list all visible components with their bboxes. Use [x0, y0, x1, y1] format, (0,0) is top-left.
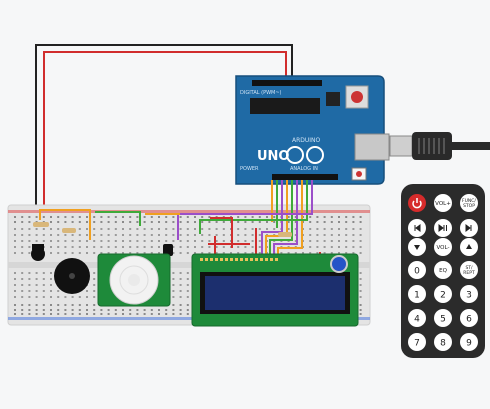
header-top-left — [252, 80, 322, 86]
header-bottom — [272, 174, 338, 180]
ir-remote: VOL+ FUNC/STOP VOL- 0 EQ ST/REPT 1 2 3 4 5 6 7 8 9 — [401, 184, 485, 358]
remote-button-1[interactable]: VOL+ — [434, 194, 452, 212]
remote-button-20[interactable]: 9 — [460, 333, 478, 351]
remote-button-19[interactable]: 8 — [434, 333, 452, 351]
ir-receiver — [31, 244, 45, 261]
analog-in-label: ANALOG IN — [290, 166, 318, 172]
remote-button-10[interactable]: EQ — [434, 261, 452, 279]
pir-sensor — [97, 253, 171, 307]
remote-button-8[interactable] — [460, 238, 478, 256]
remote-button-4[interactable] — [434, 219, 452, 237]
wire-black-top — [35, 44, 293, 220]
atmega-chip — [250, 98, 320, 114]
remote-button-6[interactable] — [408, 238, 426, 256]
remote-button-label: 1 — [414, 291, 420, 301]
remote-button-label: EQ — [439, 268, 447, 274]
potentiometer — [330, 255, 348, 273]
remote-button-label: 8 — [440, 339, 446, 349]
wire-red-top — [43, 51, 287, 220]
remote-button-label: REPT — [463, 270, 475, 276]
remote-button-label: FUNC/ — [462, 198, 476, 204]
remote-button-label: STOP — [463, 203, 475, 209]
remote-button-16[interactable]: 5 — [434, 309, 452, 327]
arduino-uno: UNO ARDUINO ANALOG IN DIGITAL (PWM~) POW… — [235, 75, 390, 185]
digital-label: DIGITAL (PWM~) — [240, 90, 282, 96]
power-label: POWER — [240, 166, 259, 172]
remote-button-label: 6 — [466, 315, 472, 325]
resistors — [33, 222, 292, 237]
remote-button-3[interactable] — [408, 219, 426, 237]
remote-button-18[interactable]: 7 — [408, 333, 426, 351]
usb-port — [354, 133, 390, 161]
remote-button-17[interactable]: 6 — [460, 309, 478, 327]
remote-button-label: VOL+ — [435, 201, 451, 207]
remote-button-14[interactable]: 3 — [460, 285, 478, 303]
piezo-buzzer — [54, 258, 90, 294]
remote-button-label: 4 — [414, 315, 420, 325]
arduino-uno-logo: UNO — [257, 149, 290, 164]
remote-button-5[interactable] — [460, 219, 478, 237]
remote-button-label: 9 — [466, 339, 472, 349]
remote-button-label: 5 — [440, 315, 446, 325]
infinity-logo — [286, 146, 304, 164]
usb-chip — [326, 92, 340, 106]
remote-button-label: 2 — [440, 291, 446, 301]
remote-button-13[interactable]: 2 — [434, 285, 452, 303]
lcd-display — [191, 253, 359, 327]
remote-button-12[interactable]: 1 — [408, 285, 426, 303]
remote-button-9[interactable]: 0 — [408, 261, 426, 279]
remote-button-label: 3 — [466, 291, 472, 301]
usb-cable — [389, 132, 490, 160]
transistor — [163, 244, 173, 256]
remote-button-label: 0 — [414, 267, 420, 277]
lcd-screen — [205, 276, 345, 310]
remote-button-label: ST/ — [465, 265, 473, 271]
signal-wires — [39, 180, 321, 260]
remote-button-7[interactable]: VOL- — [434, 238, 452, 256]
remote-button-15[interactable]: 4 — [408, 309, 426, 327]
arduino-brand-label: ARDUINO — [292, 137, 321, 144]
remote-button-label: VOL- — [437, 245, 450, 251]
remote-button-label: 7 — [414, 339, 420, 349]
remote-button-2[interactable]: FUNC/STOP — [460, 194, 478, 212]
remote-button-11[interactable]: ST/REPT — [460, 261, 478, 279]
remote-button-0[interactable] — [408, 194, 426, 212]
